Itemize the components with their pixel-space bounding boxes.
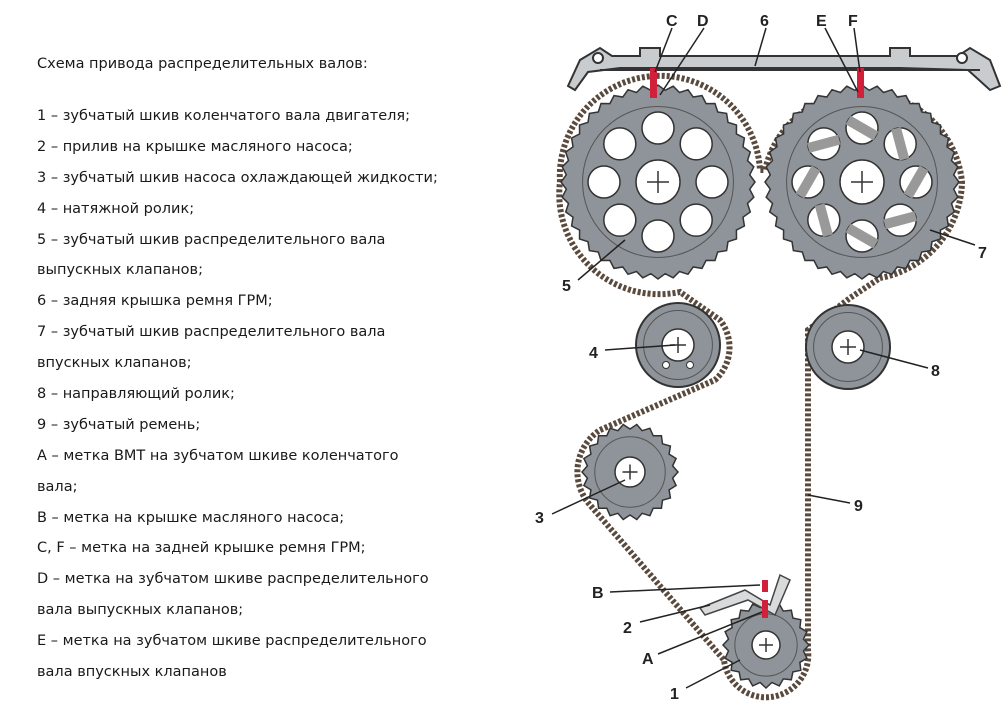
label-2: 2 — [623, 620, 632, 637]
legend-list: 1 – зубчатый шкив коленчатого вала двига… — [37, 101, 438, 688]
callout-labels: C D 6 E F 7 5 4 8 9 3 B 2 A 1 — [535, 13, 987, 703]
coolant-pump-sprocket — [580, 423, 680, 521]
legend-item: 8 – направляющий ролик; — [37, 386, 235, 403]
lightening-hole — [587, 165, 621, 199]
rear-timing-cover — [566, 46, 1002, 92]
lightening-hole — [641, 219, 675, 253]
legend-item: 1 – зубчатый шкив коленчатого вала двига… — [37, 108, 411, 124]
legend-item: впускных клапанов; — [37, 355, 192, 372]
lightening-hole — [641, 111, 675, 145]
lightening-hole — [603, 203, 637, 237]
lightening-hole — [679, 127, 713, 161]
label-b: B — [592, 585, 604, 602]
lightening-hole — [679, 203, 713, 237]
center-cross-icon — [647, 171, 669, 193]
legend-item: А – метка ВМТ на зубчатом шкиве коленчат… — [37, 447, 399, 464]
label-4: 4 — [589, 345, 598, 362]
center-cross-icon — [622, 464, 638, 480]
lightening-hole — [695, 165, 729, 199]
legend-title: Схема привода распределительных валов: — [37, 56, 368, 72]
legend-item: 4 – натяжной ролик; — [37, 200, 195, 217]
legend-item: 5 – зубчатый шкив распределительного вал… — [37, 231, 386, 248]
center-cross-icon — [759, 638, 773, 652]
label-8: 8 — [931, 363, 940, 380]
idler-roller — [805, 304, 891, 390]
legend-item: 2 – прилив на крышке масляного насоса; — [37, 138, 353, 155]
label-9: 9 — [854, 498, 863, 515]
label-e: E — [816, 13, 827, 30]
timing-marks — [650, 68, 864, 618]
crankshaft-sprocket — [721, 600, 811, 690]
label-6: 6 — [760, 13, 769, 30]
exhaust-camshaft-sprocket — [560, 84, 756, 280]
label-d: D — [697, 13, 709, 30]
legend-item: 6 – задняя крышка ремня ГРМ; — [37, 293, 273, 310]
intake-camshaft-sprocket — [764, 84, 960, 280]
label-c: C — [666, 13, 678, 30]
lightening-hole — [603, 127, 637, 161]
label-a: A — [642, 651, 654, 668]
center-cross-icon — [840, 339, 856, 355]
oil-pump-boss — [698, 573, 791, 617]
label-f: F — [848, 13, 858, 30]
legend-item: С, F – метка на задней крышке ремня ГРМ; — [37, 540, 366, 557]
label-1: 1 — [670, 686, 679, 703]
label-7: 7 — [978, 245, 987, 262]
legend-item: вала; — [37, 478, 78, 495]
legend-item: выпускных клапанов; — [37, 262, 203, 279]
legend-item: 7 – зубчатый шкив распределительного вал… — [37, 324, 386, 341]
tensioner-roller — [635, 302, 721, 388]
legend-item: 3 – зубчатый шкив насоса охлаждающей жид… — [37, 169, 438, 186]
legend-item: вала впускных клапанов — [37, 664, 227, 681]
legend-item: Е – метка на зубчатом шкиве распределите… — [37, 633, 427, 650]
label-5: 5 — [562, 278, 571, 295]
legend-item: вала выпускных клапанов; — [37, 602, 244, 619]
legend-item: В – метка на крышке масляного насоса; — [37, 509, 345, 526]
center-cross-icon — [851, 171, 873, 193]
label-3: 3 — [535, 510, 544, 527]
leader-lines — [551, 27, 976, 689]
legend-item: 9 – зубчатый ремень; — [37, 416, 201, 433]
legend-item: D – метка на зубчатом шкиве распределите… — [37, 571, 429, 588]
toothed-belt — [556, 72, 966, 701]
